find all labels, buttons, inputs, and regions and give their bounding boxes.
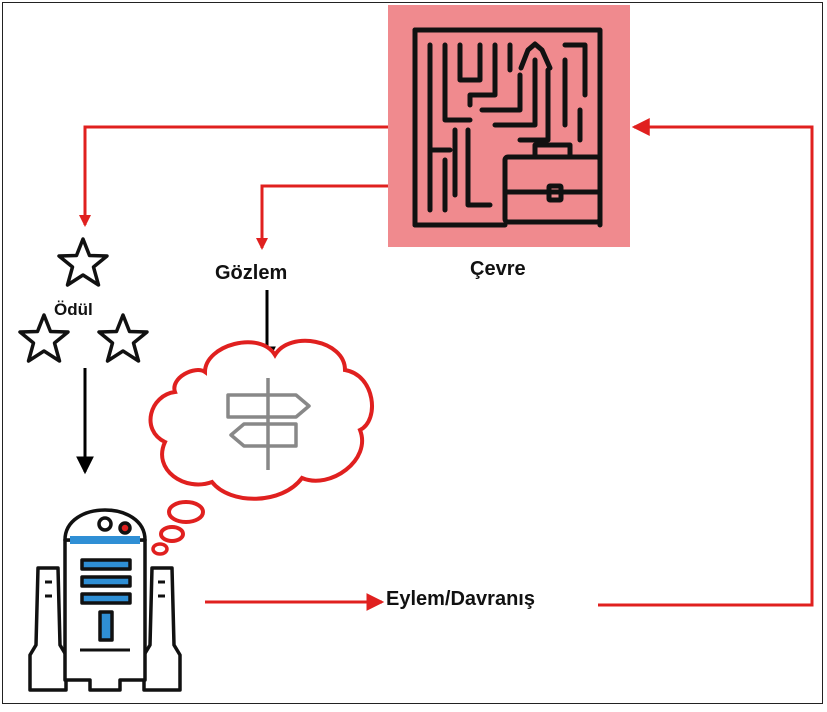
robot-left-leg: [28, 566, 68, 692]
robot-slot: [98, 610, 114, 642]
robot-icon: [28, 508, 182, 692]
robot-band: [70, 536, 140, 544]
red-arrows: [79, 118, 814, 611]
reward-arrow: [79, 125, 388, 227]
diagram-frame: [2, 2, 823, 704]
feedback-arrow: [598, 118, 814, 607]
star-left-icon: [18, 313, 70, 363]
thought-bubble-large: [167, 500, 205, 524]
action-label: Eylem/Davranış: [386, 588, 535, 610]
observation-label: Gözlem: [215, 262, 288, 284]
robot-panel-3: [80, 592, 132, 605]
thought-bubble-medium: [159, 525, 185, 543]
maze-briefcase-icon: [412, 27, 603, 228]
environment-node: [388, 5, 630, 247]
star-right-icon: [97, 313, 149, 363]
observation-arrow: [256, 184, 388, 250]
robot-panel-2: [80, 575, 132, 588]
robot-panel-1: [80, 558, 132, 571]
thought-bubble-small: [151, 542, 169, 556]
star-top-icon: [57, 237, 109, 287]
thought-cloud: [148, 338, 374, 556]
reward-label: Ödül: [54, 300, 93, 319]
signpost-icon: [226, 378, 311, 470]
environment-label: Çevre: [470, 258, 526, 280]
robot-right-leg: [142, 566, 182, 692]
robot-eye: [97, 516, 113, 532]
robot-light: [118, 521, 132, 535]
stars-icon: [18, 237, 149, 363]
cloud-shape: [148, 338, 374, 501]
